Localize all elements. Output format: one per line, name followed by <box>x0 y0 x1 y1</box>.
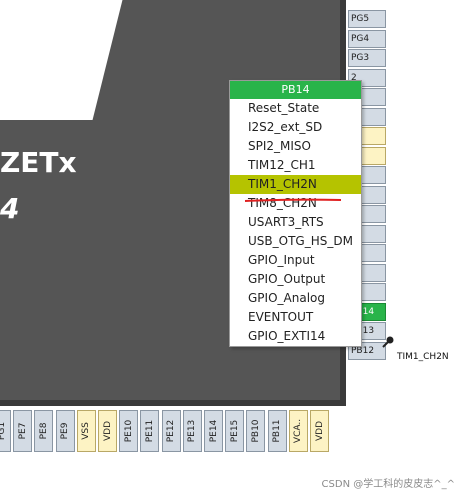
bottom-pin-label: PE12 <box>166 419 177 443</box>
menu-item-i2s2-ext-sd[interactable]: I2S2_ext_SD <box>248 120 323 134</box>
menu-item-usart3-rts[interactable]: USART3_RTS <box>248 215 324 229</box>
chip-package: 4 <box>0 192 20 225</box>
bottom-pin-label: PE15 <box>229 419 240 443</box>
bottom-pin-5[interactable]: VDD <box>98 410 117 452</box>
bottom-pin-6[interactable]: PE10 <box>119 410 139 452</box>
bottom-pin-1[interactable]: PE7 <box>13 410 33 452</box>
menu-item-gpio-analog[interactable]: GPIO_Analog <box>248 291 325 305</box>
bottom-pin-4[interactable]: VSS <box>76 410 96 452</box>
bottom-pin-9[interactable]: PE13 <box>182 410 202 452</box>
bottom-pin-8[interactable]: PE12 <box>161 410 181 452</box>
watermark-text: CSDN @学工科的皮皮志^_^ <box>321 479 455 490</box>
menu-item-tim12-ch1[interactable]: TIM12_CH1 <box>248 158 316 172</box>
menu-item-usb-otg-hs-dm[interactable]: USB_OTG_HS_DM <box>248 234 353 248</box>
bottom-pin-0[interactable]: PG1 <box>0 410 11 452</box>
bottom-pin-label: PE7 <box>17 422 28 440</box>
menu-item-eventout[interactable]: EVENTOUT <box>248 310 314 324</box>
bottom-pin-label: PE14 <box>208 419 219 443</box>
bottom-pin-label: VDD <box>314 420 325 442</box>
pb14-signal-label: TIM1_CH2N <box>397 352 449 362</box>
bottom-pin-14[interactable]: VCA.. <box>288 410 308 452</box>
menu-item-gpio-exti14[interactable]: GPIO_EXTI14 <box>248 329 326 343</box>
right-pin-2[interactable]: PG3 <box>348 49 386 67</box>
bottom-pin-label: PE13 <box>187 419 198 443</box>
bottom-pin-label: PB11 <box>272 419 283 443</box>
bottom-pin-2[interactable]: PE8 <box>34 410 54 452</box>
menu-item-tim1-ch2n[interactable]: TIM1_CH2N <box>230 175 361 194</box>
menu-item-gpio-input[interactable]: GPIO_Input <box>248 253 315 267</box>
bottom-pin-15[interactable]: VDD <box>310 410 329 452</box>
bottom-pin-label: VCA.. <box>293 418 304 444</box>
right-pin-0[interactable]: PG5 <box>348 10 386 28</box>
bottom-pin-label: PE9 <box>60 422 71 440</box>
menu-header-pin-name: PB14 <box>230 81 361 99</box>
right-pin-1[interactable]: PG4 <box>348 29 386 48</box>
bottom-pin-label: PG1 <box>0 421 7 441</box>
bottom-pin-13[interactable]: PB11 <box>267 410 287 452</box>
bottom-pin-12[interactable]: PB10 <box>246 410 266 452</box>
bottom-pin-10[interactable]: PE14 <box>204 410 223 452</box>
bottom-pin-11[interactable]: PE15 <box>225 410 245 452</box>
bottom-pin-7[interactable]: PE11 <box>140 410 160 452</box>
chip-logo-graphic <box>0 0 128 120</box>
chip-part-number: ZETx <box>0 146 77 179</box>
bottom-pin-label: PE8 <box>38 422 49 440</box>
menu-item-gpio-output[interactable]: GPIO_Output <box>248 272 326 286</box>
bottom-pin-label: PE11 <box>144 419 155 443</box>
menu-item-spi2-miso[interactable]: SPI2_MISO <box>248 139 311 153</box>
menu-item-reset-state[interactable]: Reset_State <box>248 101 320 115</box>
bottom-pin-label: PE10 <box>123 419 134 443</box>
bottom-pin-3[interactable]: PE9 <box>55 410 75 452</box>
bottom-pin-label: VSS <box>81 422 92 440</box>
bottom-pin-label: PB10 <box>250 419 261 443</box>
pin-pushpin-cursor-icon <box>382 336 394 348</box>
red-annotation-underline <box>244 198 342 202</box>
bottom-pin-label: VDD <box>102 420 113 442</box>
